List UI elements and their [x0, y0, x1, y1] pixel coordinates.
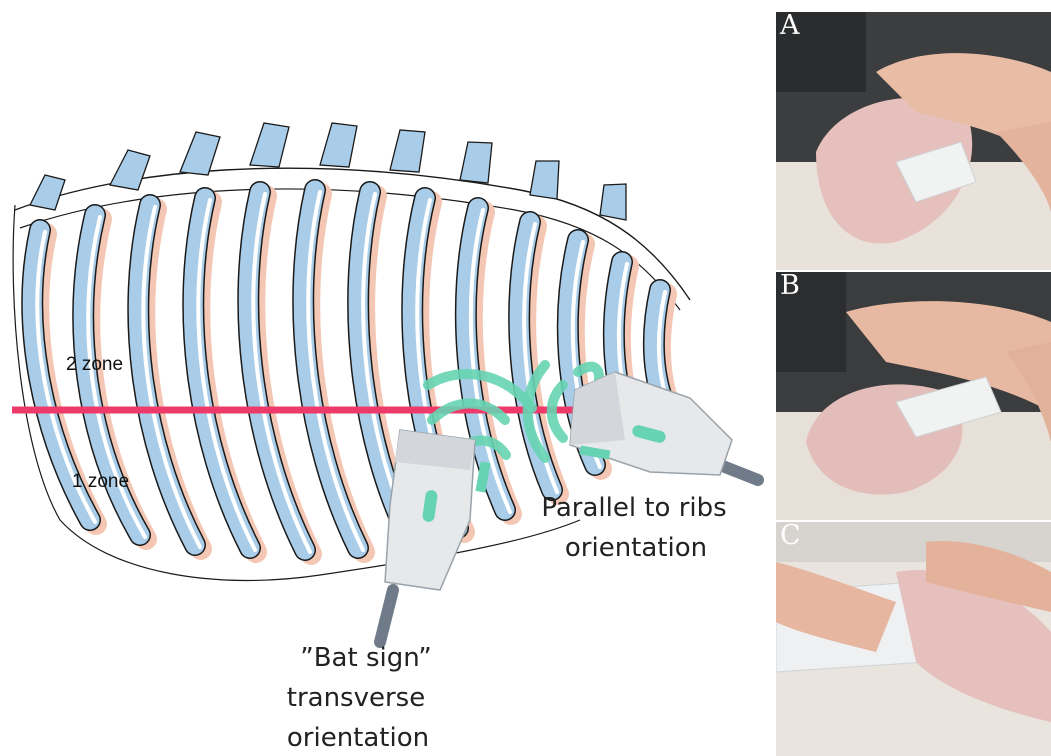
parallel-orientation-line-1: Parallel to ribs [541, 493, 726, 523]
photo-panel-a: A [776, 12, 1051, 270]
photo-b-image [776, 272, 1051, 520]
zone-1-label: 1 zone [72, 471, 129, 492]
bat-sign-line-1: ”Bat sign” [300, 643, 432, 673]
photo-panel-b: B [776, 272, 1051, 520]
bat-sign-line-2: transverse [287, 683, 425, 713]
parallel-orientation-line-2: orientation [565, 533, 707, 563]
panel-label-c: C [780, 522, 801, 551]
zone-2-label: 2 zone [66, 354, 123, 375]
photo-panel-c: C [776, 522, 1051, 756]
bat-sign-line-3: orientation [287, 723, 429, 753]
photo-a-image [776, 12, 1051, 270]
panel-label-a: A [780, 12, 800, 41]
panel-label-b: B [780, 272, 800, 301]
photo-c-image [776, 522, 1051, 756]
